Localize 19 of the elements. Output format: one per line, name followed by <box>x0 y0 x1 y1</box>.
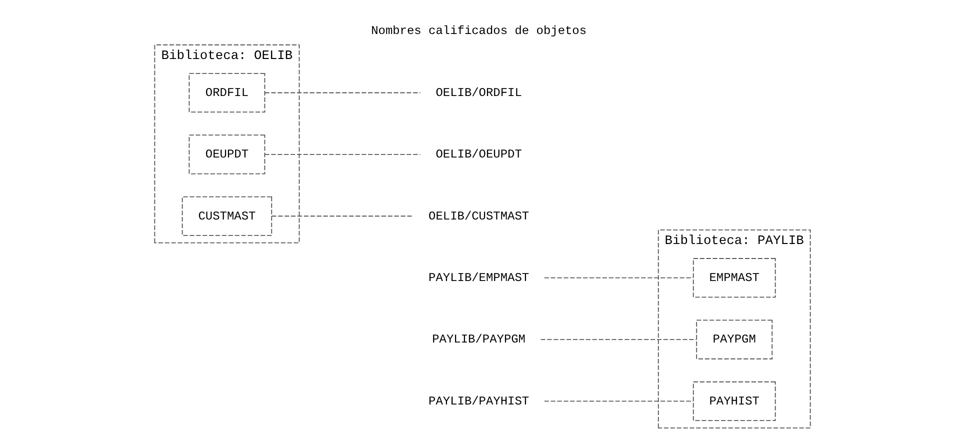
node-text: PAYLIB/PAYPGM <box>432 332 526 347</box>
node-text: PAYLIB/PAYHIST <box>428 394 529 408</box>
connector <box>540 339 696 340</box>
connector <box>264 154 420 155</box>
connector <box>264 92 420 94</box>
node-text: OELIB/CUSTMAST <box>428 209 529 224</box>
node-text: OELIB/ORDFIL <box>435 86 522 100</box>
node-text: PAYLIB/EMPMAST <box>428 270 529 285</box>
label: Nombres calificados de objetos <box>370 24 586 38</box>
connector <box>270 216 414 217</box>
node-box: OEUPDT <box>188 134 265 174</box>
node-box: PAYHIST <box>692 381 776 422</box>
connector <box>543 400 694 402</box>
node-box: PAYPGM <box>696 320 772 360</box>
connector <box>543 277 694 278</box>
node-box: CUSTMAST <box>181 196 272 236</box>
node-text: OELIB/OEUPDT <box>435 148 522 162</box>
node-box: ORDFIL <box>188 72 265 113</box>
node-box: EMPMAST <box>692 258 776 298</box>
